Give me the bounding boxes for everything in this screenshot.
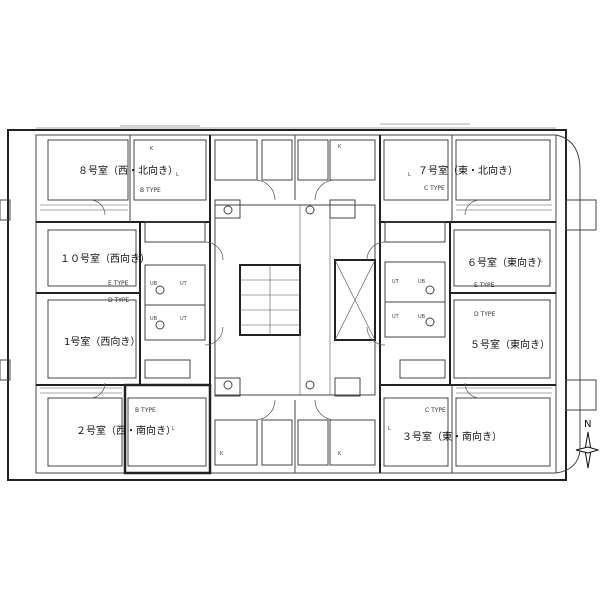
fixture-ut: UT (180, 281, 188, 287)
door-swings (89, 179, 481, 421)
fixture-k: K (220, 451, 224, 457)
inner-room-frames (47, 139, 551, 467)
central-core (214, 204, 376, 396)
fixture-ut: UT (392, 279, 400, 285)
type-label-d-right: D TYPE (474, 311, 495, 318)
type-label-d-left: D TYPE (108, 297, 129, 304)
fixture-ub: UB (150, 316, 158, 322)
fixture-l: L (540, 258, 543, 264)
room-dividers (36, 135, 556, 473)
fixture-k: K (338, 451, 342, 457)
type-label-b-top: B TYPE (140, 187, 161, 194)
type-label-e-left: E TYPE (108, 280, 129, 287)
fixture-l: L (408, 172, 411, 178)
fixture-l: L (176, 172, 179, 178)
fixture-k: K (150, 146, 154, 152)
type-label-b-bottom: B TYPE (135, 407, 156, 414)
top-balcony-hatch (36, 123, 556, 129)
type-label-c-top: C TYPE (424, 185, 445, 192)
room-1-label: 1号室（西向き） (64, 335, 140, 348)
outer-walls (0, 129, 597, 481)
north-label: N (584, 419, 591, 430)
utility-blocks (144, 139, 446, 466)
north-compass: N (575, 419, 600, 469)
room-7-label: ７号室（東・北向き） (418, 164, 518, 177)
fixture-ub: UB (418, 279, 426, 285)
room-5-label: ５号室（東向き） (470, 338, 550, 351)
room-6-label: ６号室（東向き） (467, 256, 547, 269)
fixture-l: L (388, 426, 391, 432)
room-10-label: １０号室（西向き） (60, 252, 150, 265)
type-label-e-right: E TYPE (474, 282, 495, 289)
room-2-label: ２号室（西・南向き） (76, 424, 176, 437)
fixture-ut: UT (180, 316, 188, 322)
room-3-label: ３号室（東・南向き） (402, 430, 502, 443)
fixture-ub: UB (150, 281, 158, 287)
fixture-ut: UT (392, 314, 400, 320)
fixture-ub: UB (418, 314, 426, 320)
fixture-l: L (172, 426, 175, 432)
room-8-label: ８号室（西・北向き） (78, 164, 178, 177)
type-label-c-bottom: C TYPE (425, 407, 446, 414)
fixture-k: K (338, 144, 342, 150)
b-type-block-frame (123, 383, 212, 475)
balcony-marks (40, 204, 552, 394)
